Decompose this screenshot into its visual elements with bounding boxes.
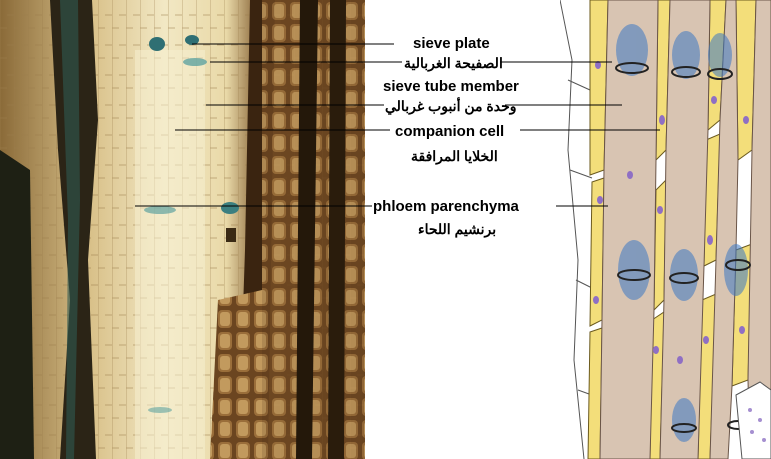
label-sieve-plate: sieve plate bbox=[413, 36, 490, 51]
label-companion-cell-arabic: الخلايا المرافقة bbox=[411, 149, 498, 163]
label-phloem-parenchyma-arabic: برنشيم اللحاء bbox=[418, 222, 496, 236]
label-sieve-tube-member-arabic: وحدة من أنبوب غربالي bbox=[385, 99, 517, 113]
label-companion-cell: companion cell bbox=[395, 124, 504, 139]
label-sieve-tube-member: sieve tube member bbox=[383, 79, 519, 94]
phloem-drawing bbox=[560, 0, 771, 459]
micrograph-phloem-photo bbox=[0, 0, 365, 459]
label-sieve-plate-arabic: الصفيحة الغربالية bbox=[404, 56, 503, 70]
label-phloem-parenchyma: phloem parenchyma bbox=[373, 199, 519, 214]
